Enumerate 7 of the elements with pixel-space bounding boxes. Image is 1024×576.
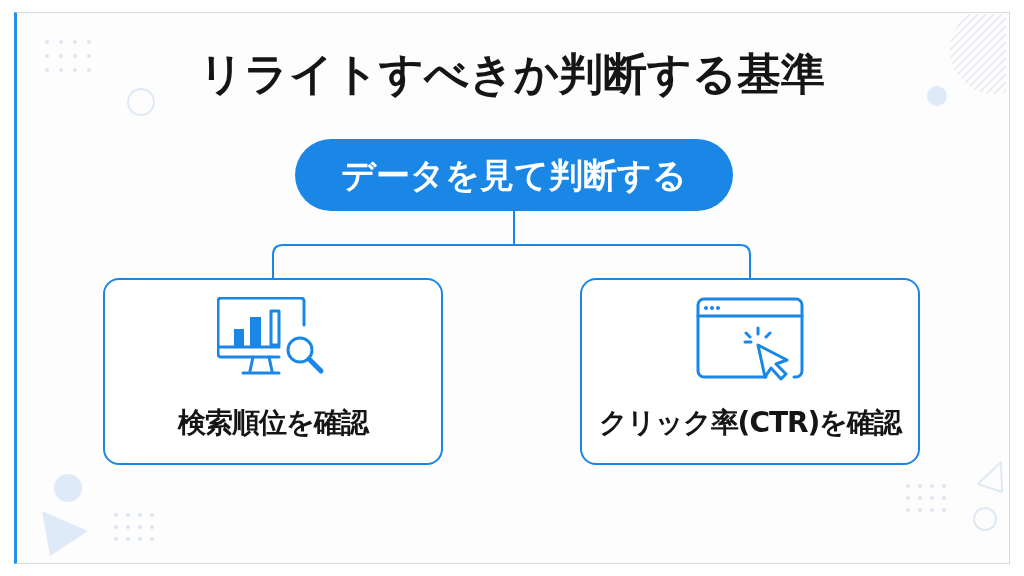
criterion-card [580, 278, 920, 465]
pill-label: データを見て判断する [341, 154, 687, 197]
slide-title: リライトすべきか判断する基準 [198, 47, 826, 101]
card-label: クリック率(CTR)を確認 [598, 405, 902, 441]
card-label: 検索順位を確認 [178, 405, 368, 441]
criterion-card [103, 278, 443, 465]
connector-line [513, 210, 751, 279]
